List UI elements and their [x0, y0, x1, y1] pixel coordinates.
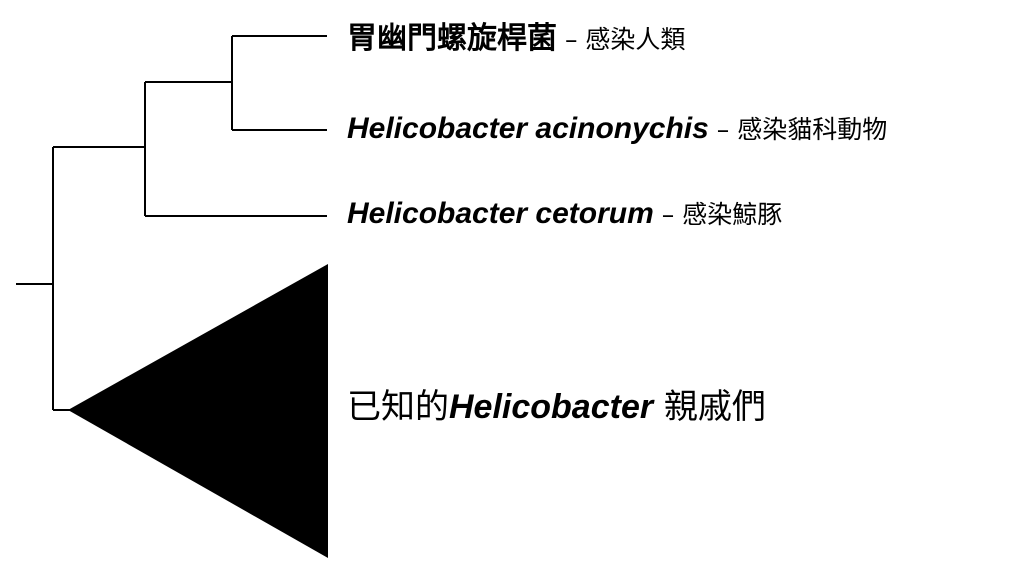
collapsed-clade-triangle [68, 264, 328, 558]
clade-label-genus: Helicobacter [449, 388, 654, 426]
collapsed-clade-label: 已知的Helicobacter 親戚們 [347, 390, 766, 424]
taxon-host: 感染貓科動物 [737, 115, 888, 144]
taxon-name: 胃幽門螺旋桿菌 [347, 21, 557, 56]
taxon-host: 感染人類 [585, 25, 686, 54]
taxon-host: 感染鯨豚 [682, 200, 783, 229]
clade-label-suffix: 親戚們 [653, 387, 766, 427]
taxon-label-pylori: 胃幽門螺旋桿菌 – 感染人類 [347, 24, 685, 54]
taxon-separator: – [557, 25, 586, 54]
taxon-name: Helicobacter acinonychis [347, 112, 709, 145]
clade-label-prefix: 已知的 [347, 387, 449, 427]
taxon-separator: – [653, 200, 683, 229]
taxon-label-cetorum: Helicobacter cetorum – 感染鯨豚 [347, 199, 782, 229]
taxon-label-acinonychis: Helicobacter acinonychis – 感染貓科動物 [347, 114, 887, 144]
taxon-separator: – [708, 115, 738, 144]
taxon-name: Helicobacter cetorum [347, 197, 654, 230]
